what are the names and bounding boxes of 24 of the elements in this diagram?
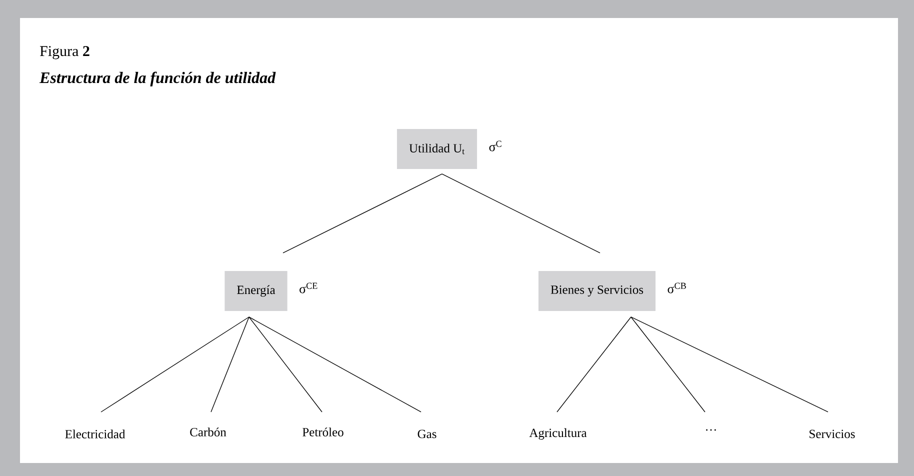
leaf-label: Electricidad (65, 430, 126, 438)
connector-line (556, 316, 632, 412)
elasticity-label: σ$^{CE}$ (300, 282, 318, 294)
connector-line (248, 316, 422, 412)
connector-line (210, 316, 250, 412)
elasticity-label: σ$^{CB}$ (668, 282, 686, 294)
leaf-label: Carbón (190, 428, 226, 436)
connector-line (100, 316, 250, 412)
figure-number: Figura 2 (40, 46, 90, 60)
connector-line (442, 174, 600, 254)
connector-line (248, 316, 322, 412)
category-box: Bienes y Servicios (538, 271, 656, 311)
category-box: Energía (224, 271, 288, 311)
category-box: Utilidad U$_{t}$ (396, 129, 478, 169)
connector-line (282, 174, 442, 254)
leaf-label: Agricultura (529, 428, 587, 440)
figure-title: Estructura de la función de utilidad (39, 72, 276, 86)
leaf-label: Gas (418, 430, 436, 438)
elasticity-label: σ$^{C}$ (489, 140, 502, 152)
leaf-label: … (706, 429, 716, 431)
connector-line (630, 316, 706, 412)
leaf-label: Petróleo (302, 428, 344, 436)
leaf-label: Servicios (810, 430, 855, 438)
connector-line (630, 316, 828, 412)
